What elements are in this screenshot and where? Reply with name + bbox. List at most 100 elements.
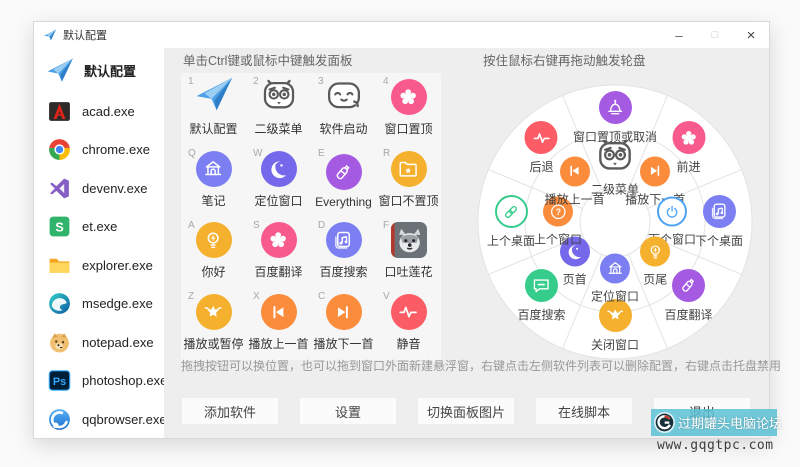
wheel-action[interactable]: 页尾 <box>640 236 671 288</box>
bulb-icon <box>195 222 232 259</box>
building-icon <box>599 253 630 284</box>
action-label: 上个桌面 <box>486 234 536 248</box>
current-config-label: 默认配置 <box>84 63 137 79</box>
watermark-site-name: 过期罐头电脑论坛 <box>678 416 783 431</box>
link-icon <box>494 195 528 228</box>
forum-logo-icon <box>653 411 676 434</box>
sidebar-item-msedge[interactable]: msedge.exe <box>34 285 164 324</box>
wheel-action[interactable]: 关闭窗口 <box>591 299 639 353</box>
hotkey-label: 4 <box>383 76 389 87</box>
app-photoshop-icon: Ps <box>47 368 72 393</box>
action-label: 后退 <box>529 160 554 175</box>
sidebar-header: 默认配置 <box>34 48 164 92</box>
svg-text:Ps: Ps <box>53 376 66 388</box>
wheel-action[interactable]: 前进 <box>672 121 706 175</box>
action-label: 播放或暂停 <box>183 336 244 351</box>
app-devenv-icon <box>47 176 72 201</box>
wheel-action[interactable]: 百度翻译 <box>665 268 713 323</box>
sidebar-item-acad[interactable]: acad.exe <box>34 92 164 131</box>
wheel-action[interactable]: 百度搜索 <box>517 268 566 323</box>
wheel-action[interactable]: 下个桌面 <box>695 195 743 249</box>
wheel-action[interactable]: 定位窗口 <box>590 253 640 305</box>
wheel-action[interactable]: 下个窗口 <box>648 196 696 248</box>
app-plane-icon <box>43 28 57 42</box>
action-label: 定位窗口 <box>254 193 303 208</box>
app-label: explorer.exe <box>82 257 153 273</box>
online-script-button[interactable]: 在线脚本 <box>535 397 633 425</box>
flower-icon <box>390 79 427 115</box>
action-label: 百度翻译 <box>254 265 303 280</box>
action-label: 播放下一首 <box>313 336 374 351</box>
action-label: 百度搜索 <box>319 265 368 280</box>
prev-track-icon <box>559 156 590 187</box>
panel-cell[interactable]: Z 播放或暂停 <box>181 288 246 360</box>
svg-text:?: ? <box>555 207 560 217</box>
app-label: qqbrowser.exe <box>82 411 167 427</box>
wheel-action[interactable]: 上个桌面 <box>487 195 535 249</box>
wheel-action[interactable]: ? 上个窗口 <box>533 196 583 248</box>
wheel-action[interactable]: 后退 <box>524 121 558 175</box>
action-label: 口吐莲花 <box>384 265 433 280</box>
app-label: acad.exe <box>82 103 135 119</box>
action-label: Everything <box>315 194 372 209</box>
action-label: 百度搜索 <box>517 307 566 322</box>
music-doc-icon <box>325 222 362 259</box>
close-button[interactable]: × <box>746 26 756 44</box>
sidebar-item-explorer[interactable]: explorer.exe <box>34 246 164 285</box>
action-label: 软件启动 <box>319 122 368 136</box>
settings-button[interactable]: 设置 <box>299 397 397 425</box>
app-msedge-icon <box>47 291 72 316</box>
action-label: 页首 <box>562 272 587 287</box>
hotkey-label: Z <box>188 291 195 303</box>
hotkey-label: 2 <box>253 76 259 87</box>
chat-icon <box>524 268 558 302</box>
action-label: 上个窗口 <box>533 232 583 247</box>
action-label: 定位窗口 <box>590 289 640 304</box>
hotkey-label: 1 <box>188 76 194 87</box>
wheel-action[interactable]: 页首 <box>559 236 590 288</box>
action-label: 页尾 <box>643 272 668 287</box>
building-icon <box>195 150 232 187</box>
maximize-button[interactable]: □ <box>711 29 719 41</box>
power-icon <box>656 196 687 227</box>
bottle-icon <box>325 153 362 190</box>
app-acad-icon <box>47 99 72 124</box>
pagoda-crown-icon <box>598 91 632 124</box>
panel-cell[interactable]: 1 默认配置 <box>181 73 246 145</box>
face-monster-icon <box>258 73 300 115</box>
sidebar-item-qqbrowser[interactable]: qqbrowser.exe <box>34 400 167 439</box>
action-label: 前进 <box>676 160 701 175</box>
sidebar-item-notepad[interactable]: notepad.exe <box>34 323 164 362</box>
add-software-button[interactable]: 添加软件 <box>181 397 279 425</box>
sidebar-item-devenv[interactable]: devenv.exe <box>34 169 164 208</box>
minimize-button[interactable]: – <box>675 27 683 43</box>
switch-panel-image-button[interactable]: 切换面板图片 <box>417 397 515 425</box>
wheel-action[interactable]: 播放上一首 <box>545 156 605 207</box>
action-label: 播放上一首 <box>544 192 605 207</box>
app-explorer-icon <box>47 253 72 278</box>
sidebar-item-chrome[interactable]: chrome.exe <box>34 131 164 170</box>
action-label: 默认配置 <box>189 122 238 136</box>
wheel-action[interactable]: 窗口置顶或取消 <box>573 91 657 145</box>
hotkey-label: R <box>383 148 391 159</box>
wheel-action[interactable]: 二级菜单 <box>591 133 639 198</box>
usage-hint: 拖拽按钮可以换位置，也可以拖到窗口外面新建悬浮窗，右键点击左侧软件列表可以删除配… <box>181 359 782 373</box>
